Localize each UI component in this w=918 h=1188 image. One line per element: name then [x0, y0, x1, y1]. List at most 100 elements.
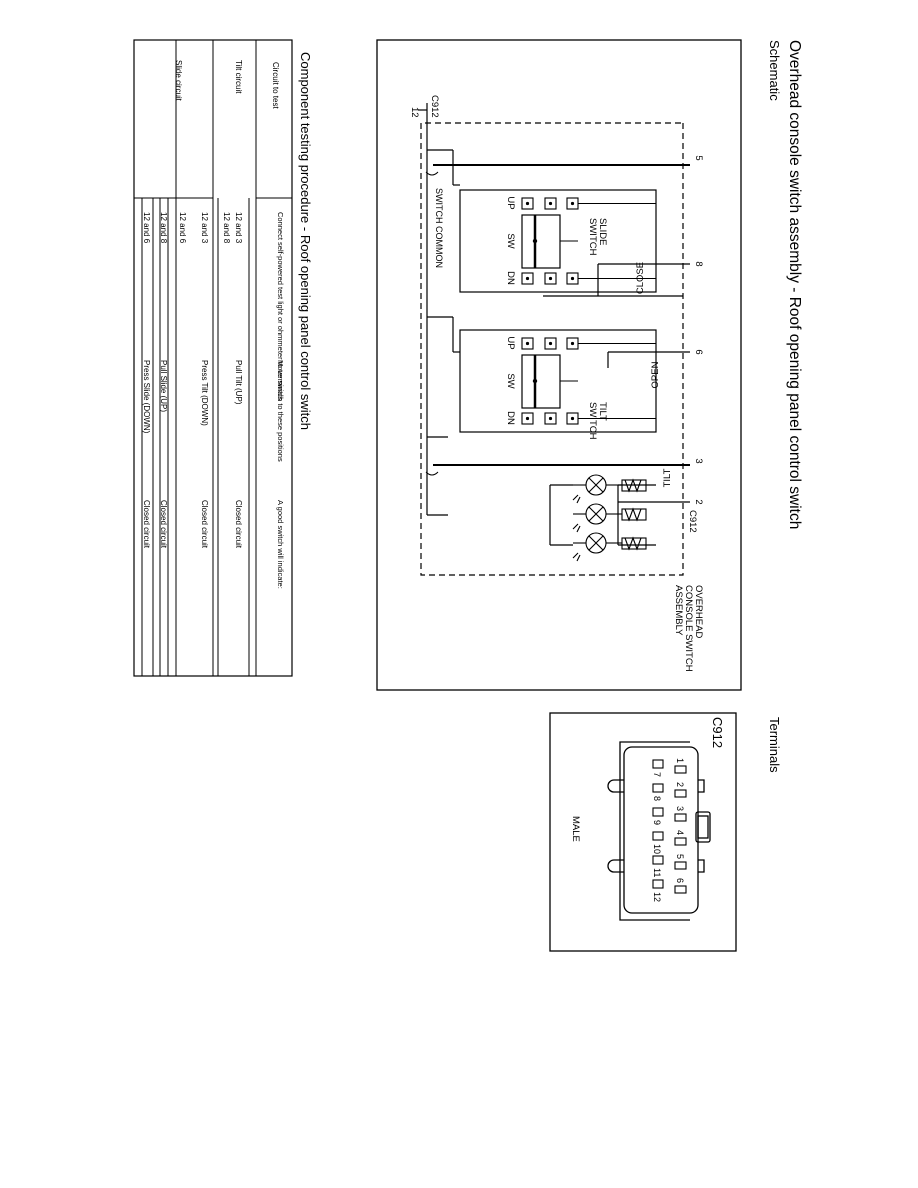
tilt-switch-pos-sw: SW [505, 373, 516, 388]
terminal-pin-label-2: 2 [675, 782, 685, 787]
switch-common-label: SWITCH COMMON [434, 188, 444, 268]
table-row-1-terminals: 12 and 3 [234, 212, 243, 244]
table-header-position: Move switch to these positions [276, 360, 285, 462]
table-row-2-terminals: 12 and 8 [222, 212, 231, 244]
terminal-pin-6 [674, 885, 687, 894]
tilt-switch-label-line1: TILT [597, 402, 608, 421]
switch-assembly-outline [420, 122, 684, 576]
table-header-result: A good switch will indicate: [276, 500, 285, 589]
wire-pin-5 [425, 164, 690, 176]
slide-switch-body [459, 189, 657, 293]
slide-switch-label-line1: SLIDE [597, 218, 608, 245]
terminal-pin-label-6: 6 [675, 878, 685, 883]
terminal-pin-10 [652, 831, 664, 841]
terminal-pin-9 [652, 807, 664, 817]
table-row-1-circuit: Tilt circuit [234, 60, 243, 94]
tilt-switch-pivot [532, 378, 538, 384]
terminal-pin-2 [674, 789, 687, 798]
table-row-5-result: Closed circuit [159, 500, 168, 549]
slide-switch-pivot [532, 238, 538, 244]
table-row-6-position: Press Slide (DOWN) [142, 360, 151, 434]
assembly-label-line3: ASSEMBLY [673, 585, 684, 636]
table-row-6-terminals: 12 and 6 [142, 212, 151, 244]
tilt-switch-body [459, 329, 657, 433]
pin-label-8: 8 [693, 261, 704, 266]
schematic-diagram: C912 12 SWITCH COMMON C912 5 8 6 3 2 CLO… [376, 39, 742, 691]
terminal-pin-5 [674, 861, 687, 870]
schematic-border [376, 39, 742, 691]
switch-common-bus [418, 103, 460, 516]
wire-pin-6-open [607, 351, 690, 368]
terminal-pin-label-3: 3 [675, 806, 685, 811]
terminal-pin-label-4: 4 [675, 830, 685, 835]
table-row-4-circuit: Slide circuit [174, 60, 183, 102]
pin-label-5: 5 [693, 155, 704, 160]
slide-switch-pos-dn: DN [505, 271, 516, 285]
terminals-gender-label: MALE [570, 816, 581, 842]
terminal-pin-11 [652, 855, 664, 865]
table-row-1-result: Closed circuit [234, 500, 243, 549]
tilt-switch-pos-up: UP [505, 336, 516, 349]
wire-pin-8-close [543, 263, 690, 297]
terminal-pin-7 [652, 759, 664, 769]
pin-label-6: 6 [693, 349, 704, 354]
terminal-pin-4 [674, 837, 687, 846]
terminal-pin-label-10: 10 [652, 844, 662, 854]
table-row-3-terminals: 12 and 3 [200, 212, 209, 244]
table-row-3-position: Press Tilt (DOWN) [200, 360, 209, 426]
terminal-pin-8 [652, 783, 664, 793]
terminals-connector-label: C912 [710, 717, 725, 748]
slide-switch-pos-up: UP [505, 196, 516, 209]
assembly-label-line1: OVERHEAD [693, 585, 704, 638]
table-row-5-position: Pull Slide (UP) [159, 360, 168, 412]
slide-switch-slider [521, 214, 561, 269]
terminal-pin-label-1: 1 [675, 758, 685, 763]
table-row-1-position: Pull Tilt (UP) [234, 360, 243, 405]
tilt-switch-pos-dn: DN [505, 411, 516, 425]
tilt-switch: TILT SWITCH UP SW DN [459, 329, 657, 440]
terminal-pin-3 [674, 813, 687, 822]
slide-switch-leads [560, 202, 656, 280]
terminal-pin-label-7: 7 [652, 772, 662, 777]
terminal-pin-12 [652, 879, 664, 889]
tilt-switch-leads [560, 342, 656, 420]
terminal-pin-label-5: 5 [675, 854, 685, 859]
slide-switch-pos-sw: SW [505, 233, 516, 248]
tilt-switch-label-line2: SWITCH [587, 402, 598, 440]
wire-pin-3-tilt [425, 464, 690, 476]
slide-switch-contact-dots [525, 201, 575, 281]
pin-label-3: 3 [693, 458, 704, 463]
table-row-6-result: Closed circuit [142, 500, 151, 549]
slide-switch-label-line2: SWITCH [587, 218, 598, 256]
table-header-terminals: Connect self-powered test light or ohmme… [276, 212, 285, 401]
schematic-heading: Schematic [767, 40, 782, 101]
table-row-3-result: Closed circuit [200, 500, 209, 549]
tilt-switch-contact-dots [525, 341, 575, 421]
table-row-5-terminals: 12 and 8 [159, 212, 168, 244]
illumination-lamps [572, 474, 647, 562]
connector-c912-left: C912 [429, 95, 440, 118]
table-header-circuit: Circuit to test [271, 62, 280, 109]
table-title: Component testing procedure - Roof openi… [298, 52, 313, 430]
terminal-pin-1 [674, 765, 687, 774]
connector-c912-right: C912 [687, 510, 698, 533]
connector-shell [607, 741, 711, 921]
terminals-border [549, 712, 737, 952]
testing-table: Circuit to test Connect self-powered tes… [133, 39, 293, 677]
terminal-pin-label-9: 9 [652, 820, 662, 825]
tilt-switch-slider [521, 354, 561, 409]
slide-switch: SLIDE SWITCH UP SW DN [459, 189, 657, 293]
page-title: Overhead console switch assembly - Roof … [786, 40, 803, 529]
terminals-heading: Terminals [767, 717, 782, 773]
terminal-pin-label-8: 8 [652, 796, 662, 801]
wire-label-tilt: TILT [662, 468, 673, 487]
assembly-label-line2: CONSOLE SWITCH [683, 585, 694, 672]
connector-c912-left-pin: 12 [409, 107, 420, 118]
pin-label-2: 2 [693, 499, 704, 504]
terminal-pin-label-11: 11 [652, 868, 662, 877]
terminal-pin-label-12: 12 [652, 892, 662, 902]
table-row-4-terminals: 12 and 6 [178, 212, 187, 244]
